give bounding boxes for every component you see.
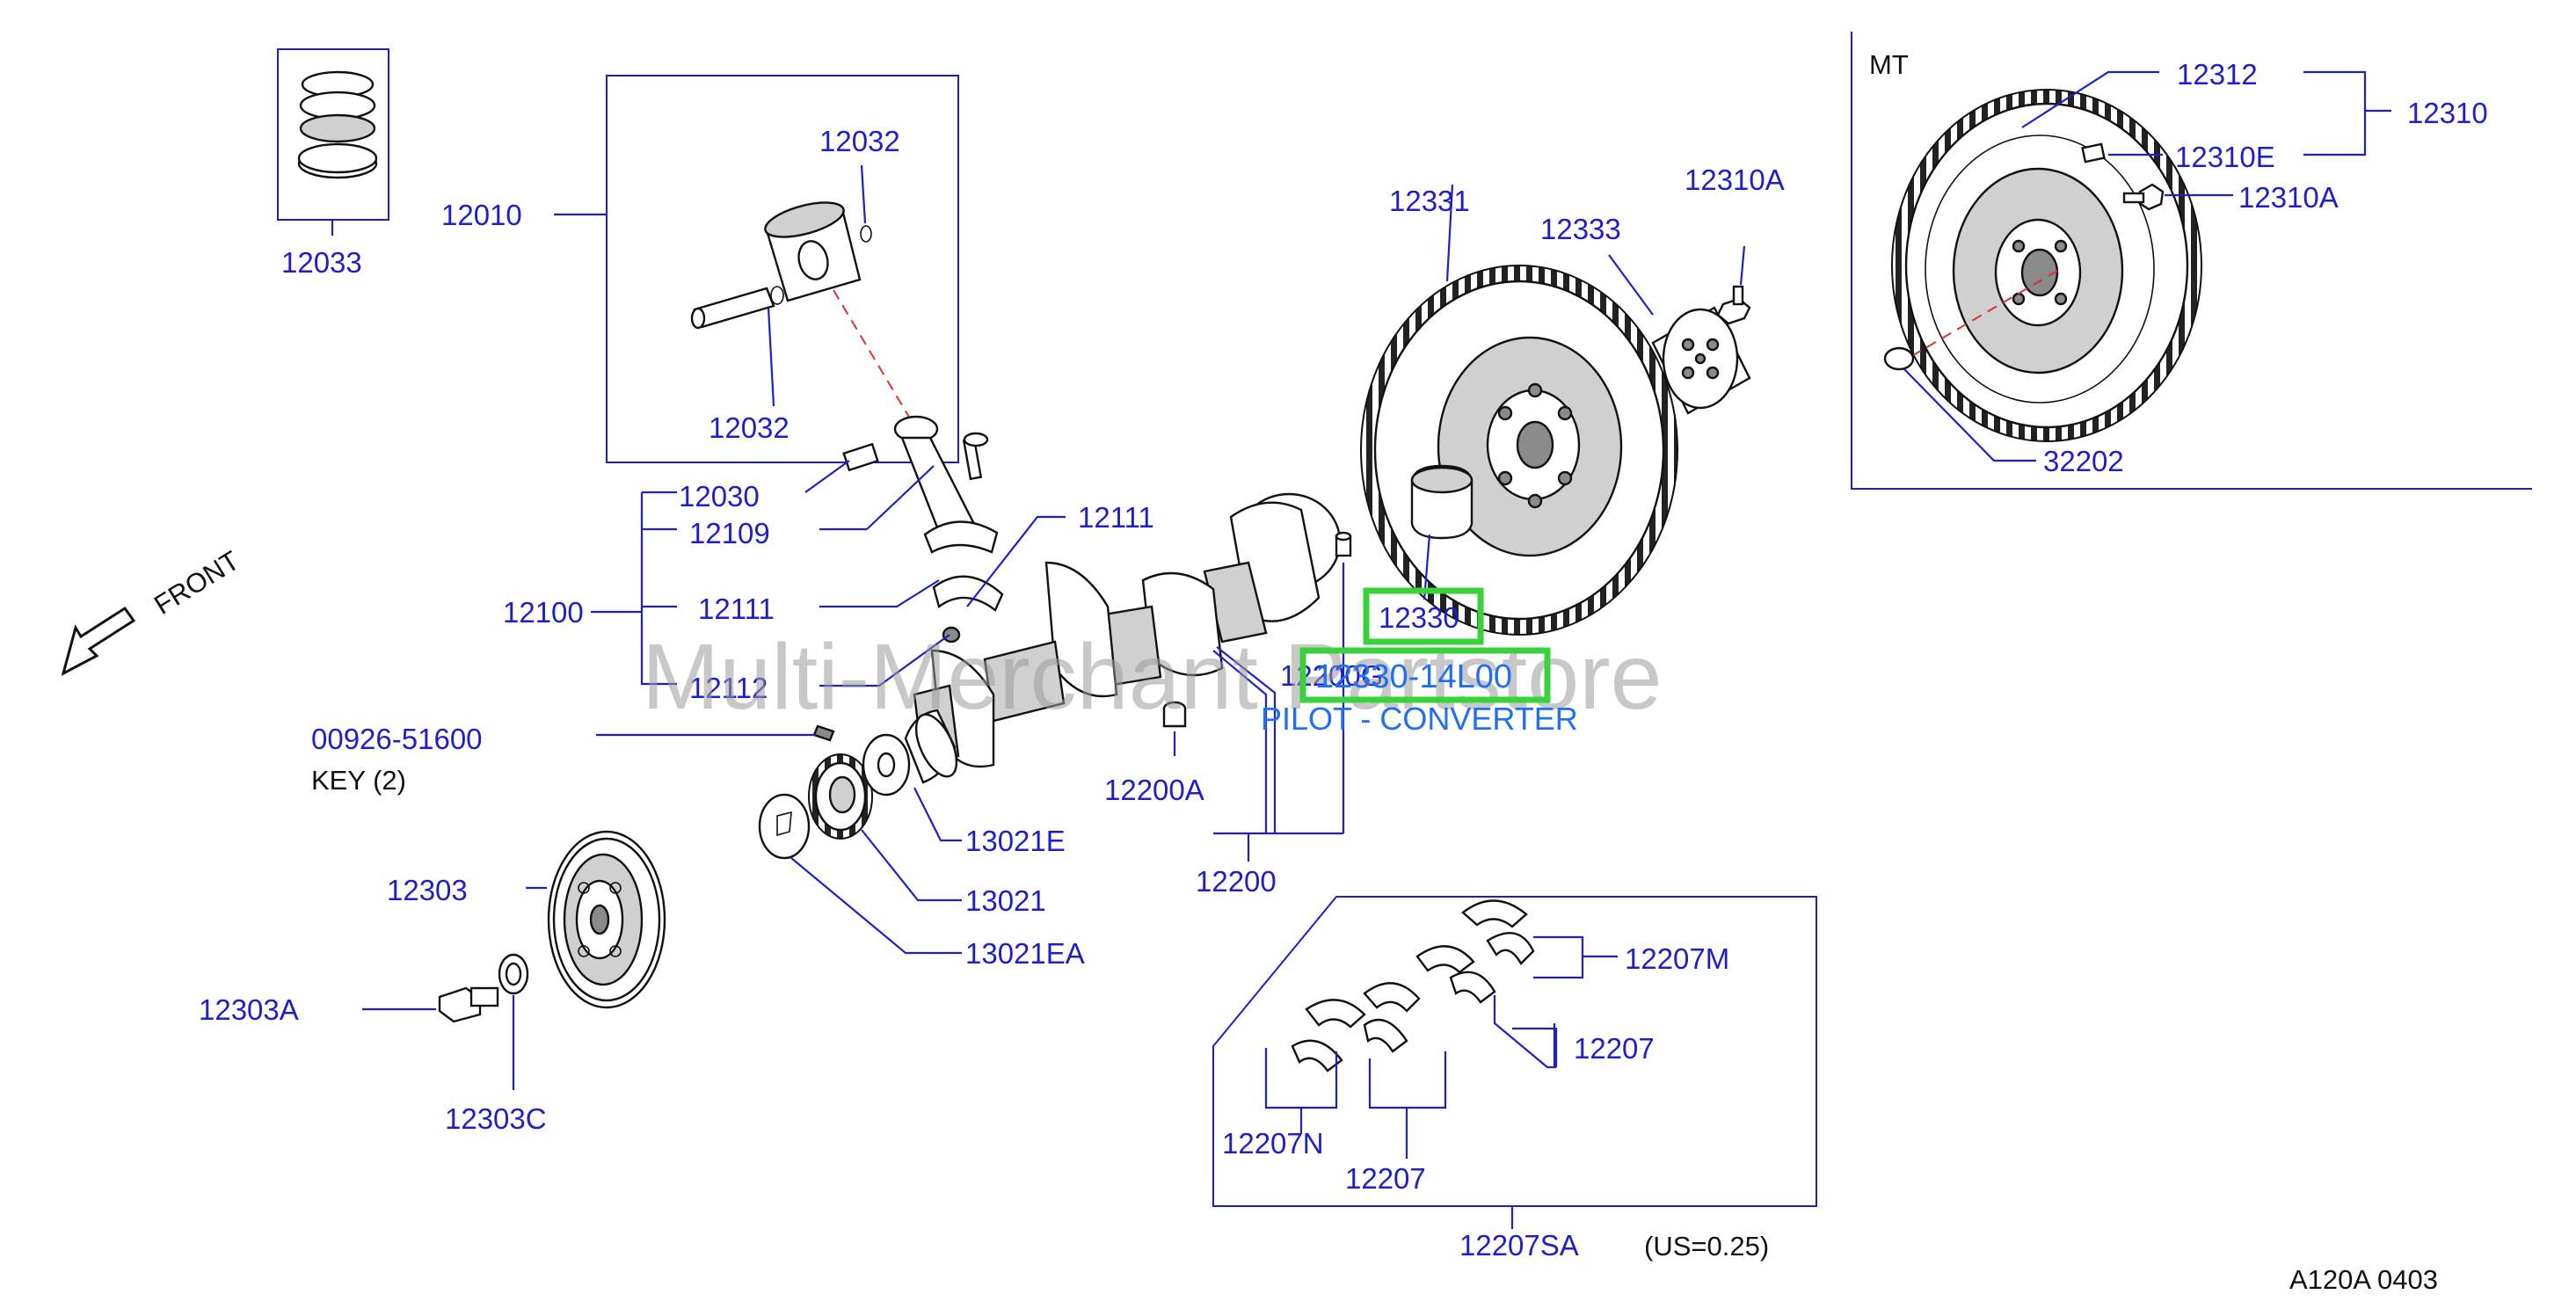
part-12032-lower[interactable]: 12032 [709,411,790,444]
front-label: FRONT [149,545,244,621]
part-12310[interactable]: 12310 [2407,97,2488,129]
key-drawing [812,724,835,742]
replacement-part-desc: PILOT - CONVERTER [1261,701,1578,737]
part-12310A-mt[interactable]: 12310A [2238,181,2339,214]
part-00926-51600[interactable]: 00926-51600 [311,723,483,755]
part-labels: 12033 12010 12032 12032 12030 12109 1210… [199,49,2488,1295]
part-12109[interactable]: 12109 [689,517,770,549]
crankshaft-drawing [904,492,1352,784]
diagram-code: A120A 0403 [2289,1264,2438,1295]
part-12033[interactable]: 12033 [281,246,362,279]
bearing-frame [1212,896,1817,1207]
pilot-plug-drawing [1162,701,1187,728]
sprocket-drawing [758,733,911,860]
part-12111-right[interactable]: 12111 [1078,501,1154,534]
part-12310A[interactable]: 12310A [1685,164,1785,196]
part-12100[interactable]: 12100 [503,596,584,629]
piston-rings-drawing [297,70,378,179]
watermark: Multi-Merchant Partstore [642,625,1662,729]
part-12207SA[interactable]: 12207SA [1459,1229,1579,1262]
part-13021E[interactable]: 13021E [965,825,1066,857]
part-12111-left[interactable]: 12111 [698,593,775,625]
highlight-part-12330[interactable]: 12330 [1379,601,1459,634]
part-13021EA[interactable]: 13021EA [965,937,1085,970]
bearing-shells-drawing [1291,899,1535,1073]
key-qty-label: KEY (2) [311,765,406,796]
crank-pulley-drawing [438,830,666,1023]
flywheel-drawing [1360,265,1678,636]
mt-flywheel-frame [1851,32,2532,490]
part-12207M[interactable]: 12207M [1625,942,1729,975]
part-12207-lower[interactable]: 12207 [1345,1162,1426,1195]
piston-frame [606,75,959,463]
part-12312[interactable]: 12312 [2177,58,2258,91]
part-12030[interactable]: 12030 [679,480,760,513]
part-12200G[interactable]: 12200G [1280,659,1383,692]
highlight-box-replacement [1299,647,1551,703]
part-12200[interactable]: 12200 [1196,865,1277,898]
reinforce-plate-drawing [1651,285,1751,415]
piston-drawing [690,201,911,419]
leader-lines [331,70,2391,1229]
part-12207N[interactable]: 12207N [1222,1127,1324,1160]
part-12331[interactable]: 12331 [1389,185,1470,217]
part-12303C[interactable]: 12303C [445,1102,547,1135]
replacement-part-number[interactable]: 12330-14L00 [1315,658,1512,695]
part-12333[interactable]: 12333 [1540,213,1621,245]
part-12310E[interactable]: 12310E [2175,141,2275,173]
part-12032-upper[interactable]: 12032 [819,125,900,157]
mt-label: MT [1869,49,1909,80]
highlight-box-part [1363,587,1484,645]
part-12303A[interactable]: 12303A [199,993,299,1026]
mt-flywheel-drawing [1883,89,2202,442]
part-12200A[interactable]: 12200A [1104,774,1204,806]
part-32202[interactable]: 32202 [2043,445,2124,477]
us-size-note: (US=0.25) [1644,1231,1769,1262]
connecting-rod-drawing [842,415,1004,644]
part-13021[interactable]: 13021 [965,884,1046,917]
front-arrow-icon [61,606,136,676]
part-12112[interactable]: 12112 [689,672,768,704]
part-12303[interactable]: 12303 [387,874,468,906]
part-12010[interactable]: 12010 [441,199,522,231]
part-12207-upper[interactable]: 12207 [1574,1032,1655,1065]
